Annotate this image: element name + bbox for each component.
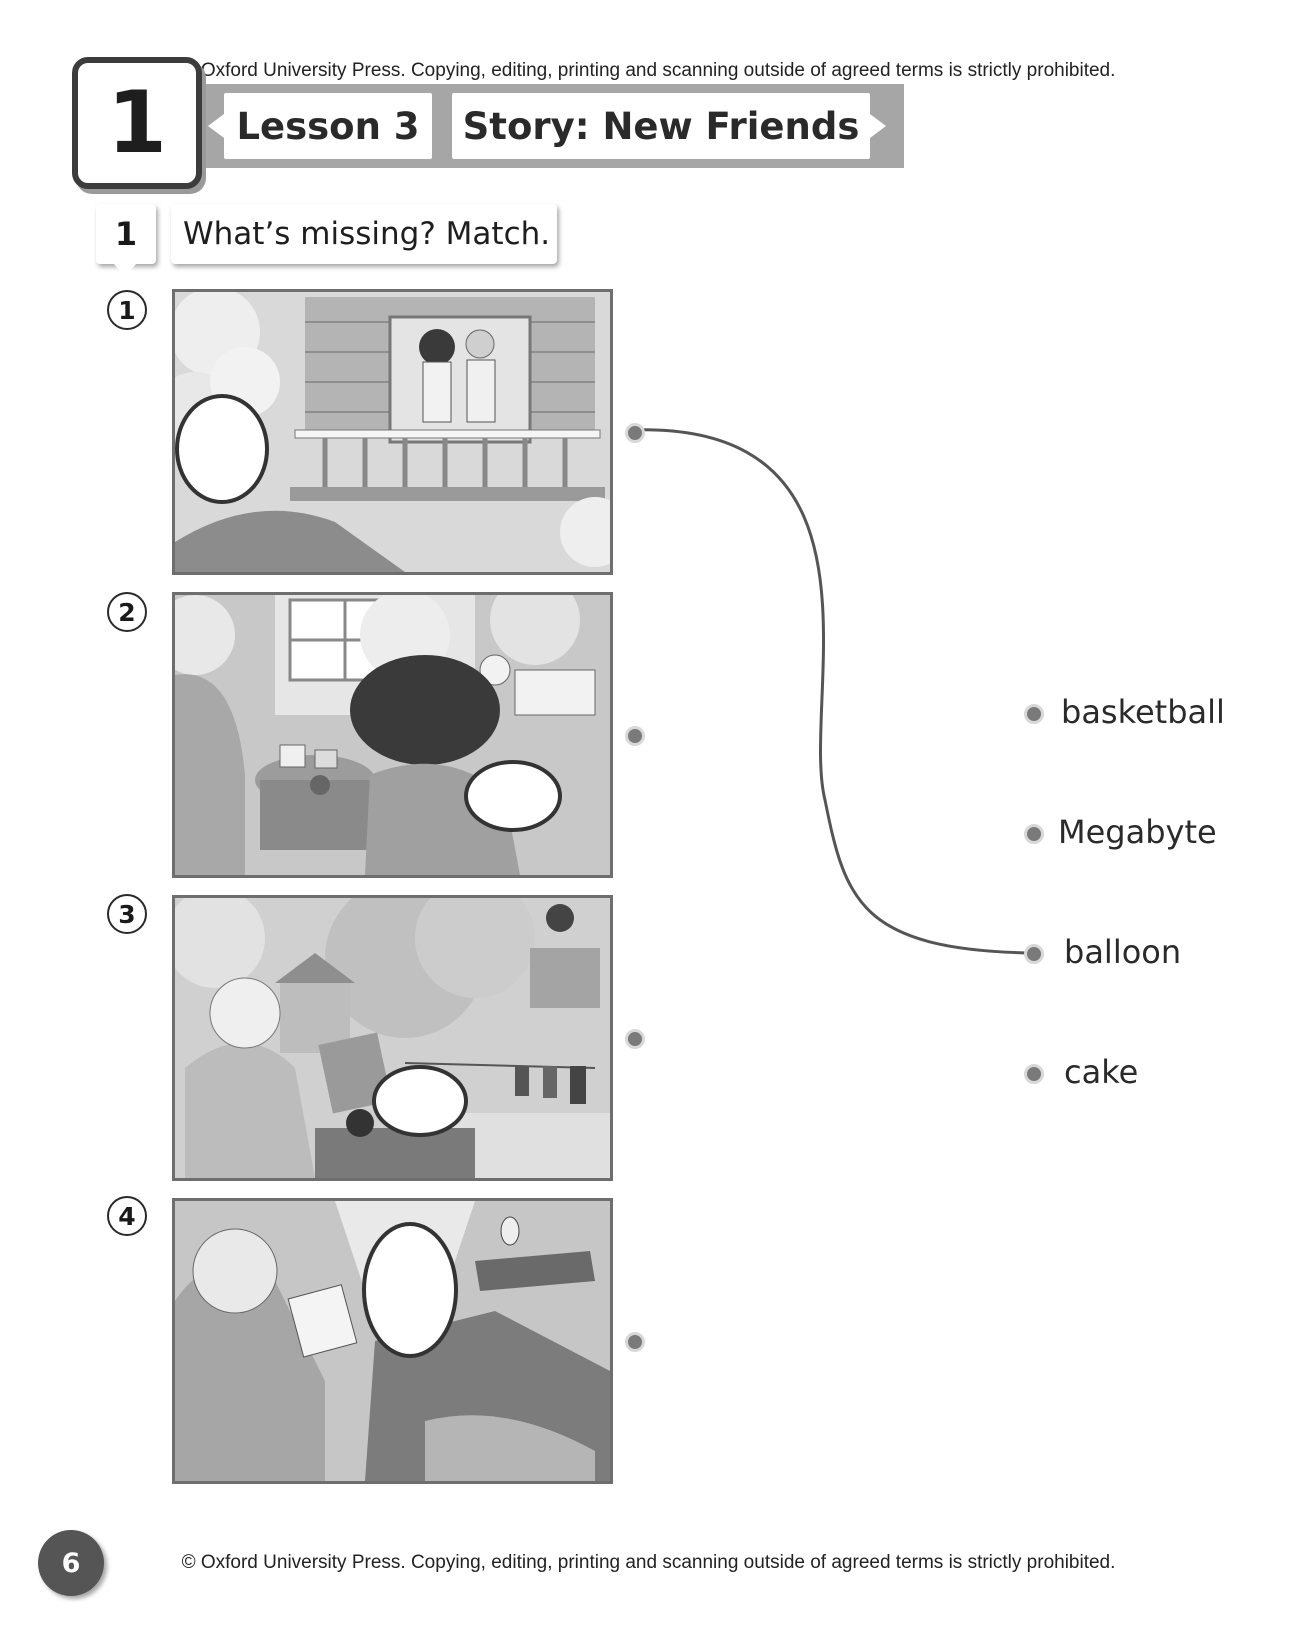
match-dot-word-megabyte[interactable]: [1024, 824, 1044, 844]
page-number: 6: [38, 1530, 104, 1596]
match-dot-picture-4[interactable]: [625, 1332, 645, 1352]
word-cake: cake: [1064, 1053, 1139, 1091]
exercise-instruction: What’s missing? Match.: [171, 204, 557, 264]
picture-number-3: 3: [107, 894, 147, 934]
picture-number-2: 2: [107, 592, 147, 632]
picture-number-1: 1: [107, 290, 147, 330]
story-picture-4: [172, 1198, 613, 1484]
word-basketball: basketball: [1061, 693, 1225, 731]
picture-number-4: 4: [107, 1196, 147, 1236]
match-dot-word-basketball[interactable]: [1024, 704, 1044, 724]
match-dot-picture-1[interactable]: [625, 423, 645, 443]
word-megabyte: Megabyte: [1058, 813, 1217, 851]
copyright-notice-top: © Oxford University Press. Copying, edit…: [181, 60, 1116, 81]
exercise-number: 1: [96, 204, 156, 277]
match-dot-picture-2[interactable]: [625, 726, 645, 746]
story-title: Story: New Friends: [452, 93, 886, 159]
match-dot-word-cake[interactable]: [1024, 1064, 1044, 1084]
match-dot-picture-3[interactable]: [625, 1029, 645, 1049]
copyright-notice-bottom: © Oxford University Press. Copying, edit…: [181, 1552, 1116, 1573]
unit-number: 1: [72, 57, 202, 189]
story-picture-1: [172, 289, 613, 575]
story-picture-2: [172, 592, 613, 878]
match-dot-word-balloon[interactable]: [1024, 944, 1044, 964]
story-picture-3: [172, 895, 613, 1181]
lesson-label: Lesson 3: [208, 93, 432, 159]
word-balloon: balloon: [1064, 933, 1182, 971]
